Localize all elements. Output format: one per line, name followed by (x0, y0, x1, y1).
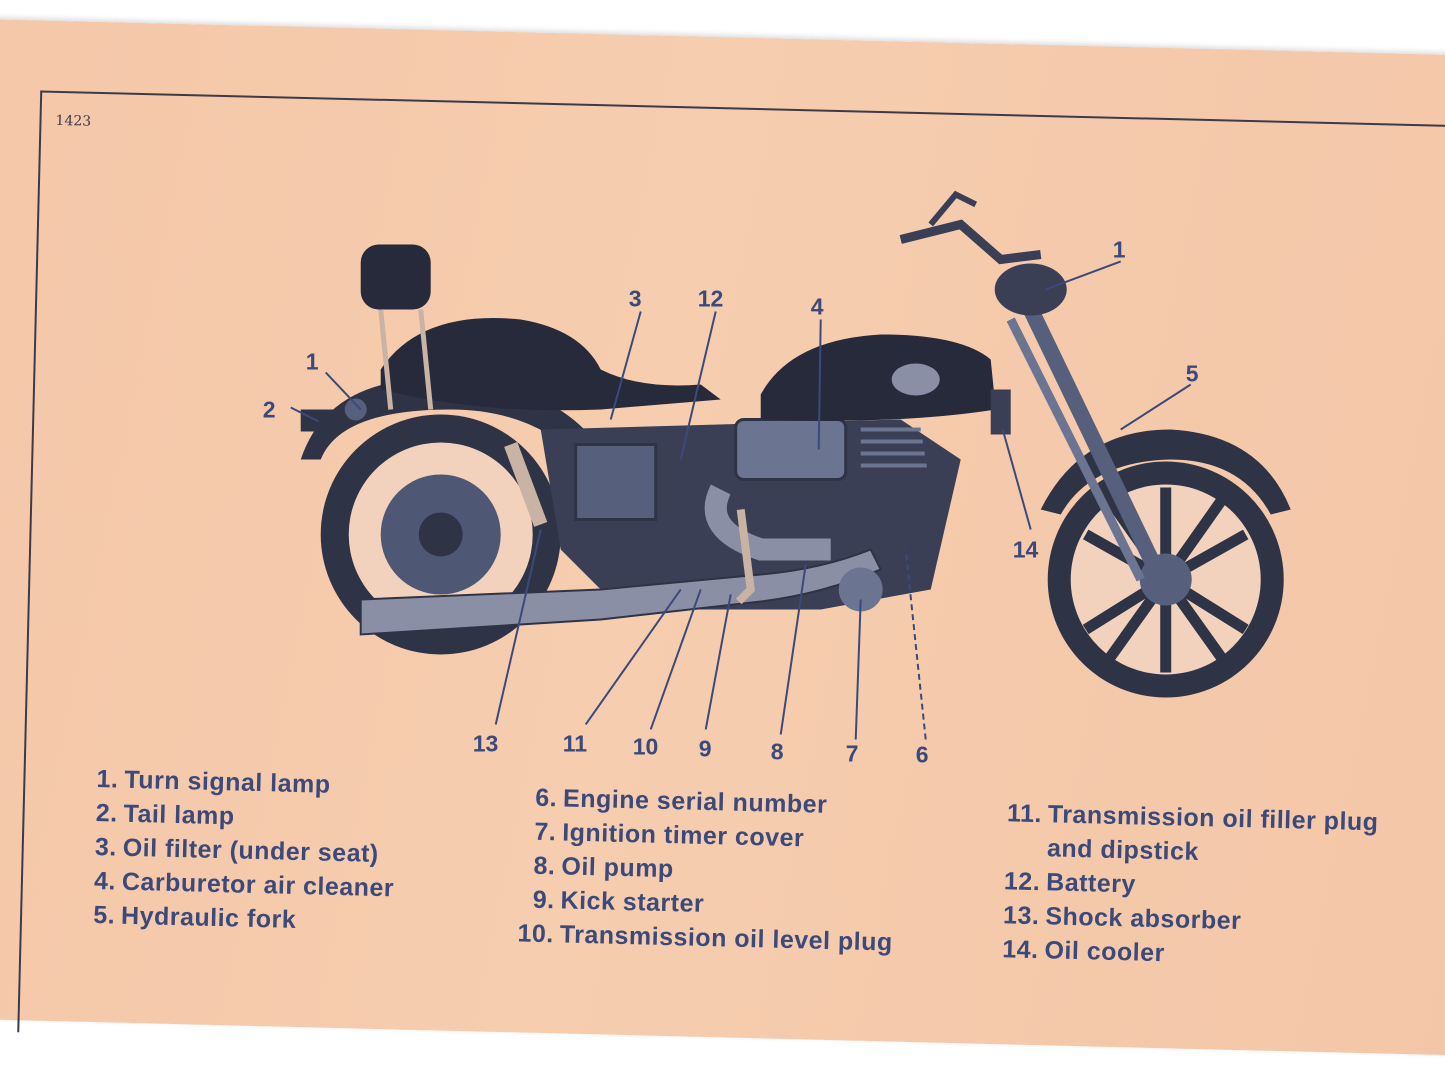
legend-column-1: 1.Turn signal lamp 2.Tail lamp 3.Oil fil… (83, 762, 397, 940)
legend-column-2: 6.Engine serial number 7.Ignition timer … (507, 780, 896, 959)
parts-legend: 1.Turn signal lamp 2.Tail lamp 3.Oil fil… (0, 18, 1445, 1056)
legend-column-3: 11.Transmission oil filler plug and dips… (992, 796, 1379, 975)
manual-page: 1423 (0, 18, 1445, 1056)
